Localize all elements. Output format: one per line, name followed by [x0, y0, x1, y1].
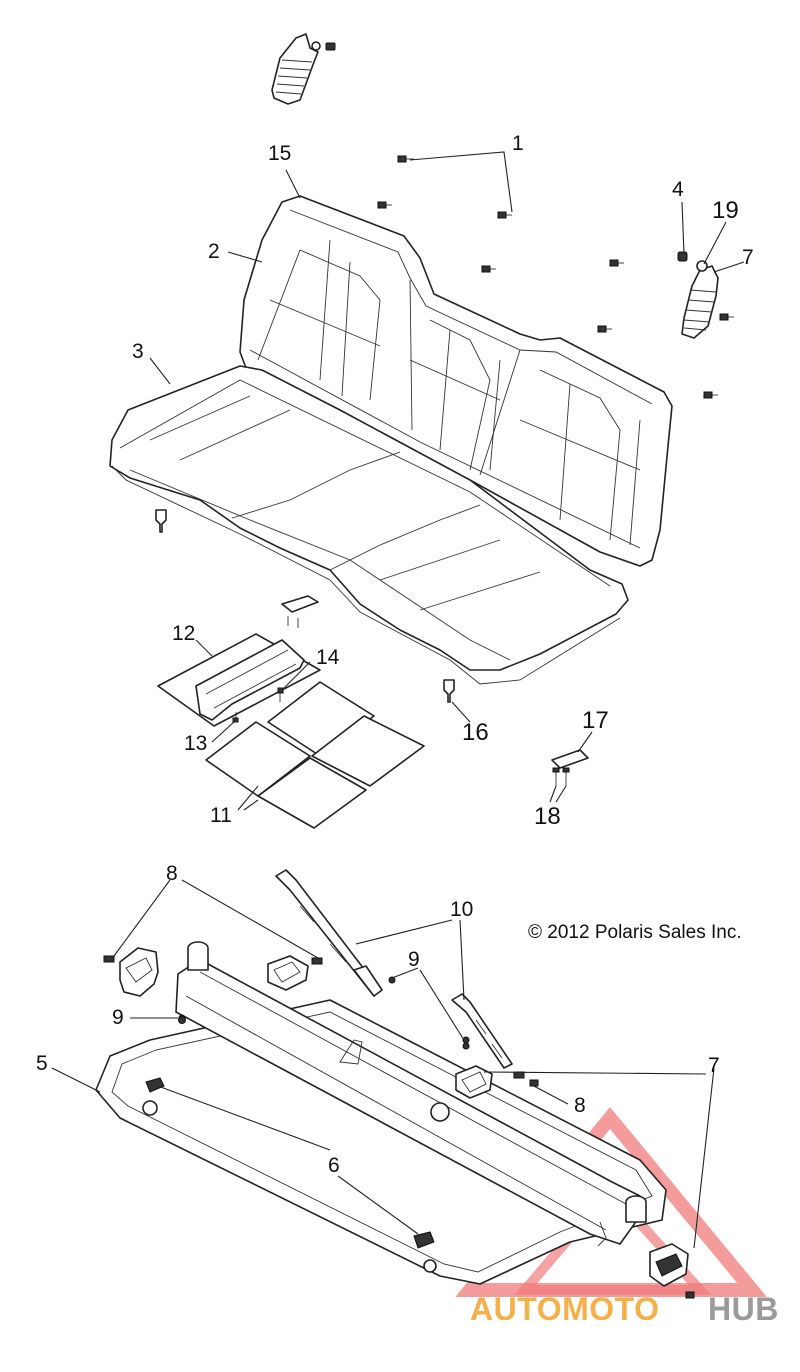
callout-19: 19 [712, 197, 739, 224]
callout-12: 12 [172, 622, 195, 645]
callout-13: 13 [184, 732, 207, 755]
copyright-notice: © 2012 Polaris Sales Inc. [528, 922, 742, 943]
callout-9-upper: 9 [408, 948, 420, 971]
callout-7-upper: 7 [742, 246, 754, 269]
spring-bumper-top [271, 33, 336, 105]
nuts-9 [178, 1016, 695, 1299]
seat-cushion [109, 365, 629, 685]
callout-15: 15 [268, 142, 291, 165]
callout-5: 5 [36, 1052, 48, 1075]
spring-bumper-right [677, 251, 719, 339]
watermark-text-automoto: AUTOMOTO [470, 1291, 659, 1327]
screw-14 [277, 687, 284, 702]
callout-labels: 1 15 2 4 19 7 3 12 14 13 16 17 11 18 8 1… [36, 132, 754, 1177]
callout-3: 3 [132, 340, 144, 363]
callout-1: 1 [512, 132, 524, 155]
seat-back [239, 195, 673, 567]
base-frame [95, 999, 667, 1285]
belt-latch-bottom-right [649, 1243, 689, 1287]
seat-belt-strap-upper [275, 869, 383, 997]
watermark-text-hub: HUB [708, 1291, 779, 1327]
callout-8-lower: 8 [574, 1094, 586, 1117]
studs-16 [155, 509, 455, 703]
callout-10: 10 [450, 898, 473, 921]
leader-lines [51, 151, 745, 1249]
callout-6: 6 [328, 1154, 340, 1177]
belt-buckle-right [455, 1065, 525, 1099]
fasteners-1 [377, 155, 734, 399]
callout-17: 17 [582, 707, 609, 734]
seat-belt-strap-lower [388, 976, 513, 1069]
pads-11 [205, 681, 425, 829]
clip-plate-17 [551, 749, 589, 786]
callout-9-left: 9 [112, 1006, 124, 1029]
callout-7-lower: 7 [708, 1054, 720, 1077]
small-bracket [281, 595, 319, 628]
belt-buckle-left [103, 947, 159, 997]
callout-14: 14 [316, 646, 340, 669]
heat-shield-12 [157, 633, 321, 727]
callout-18: 18 [534, 803, 561, 830]
callout-16: 16 [462, 719, 489, 746]
callout-4: 4 [672, 178, 684, 201]
belt-buckle-center [267, 955, 323, 991]
callout-8-upper: 8 [166, 862, 178, 885]
callout-11: 11 [210, 804, 232, 827]
grommets-6 [145, 1077, 435, 1249]
callout-2: 2 [208, 240, 220, 263]
